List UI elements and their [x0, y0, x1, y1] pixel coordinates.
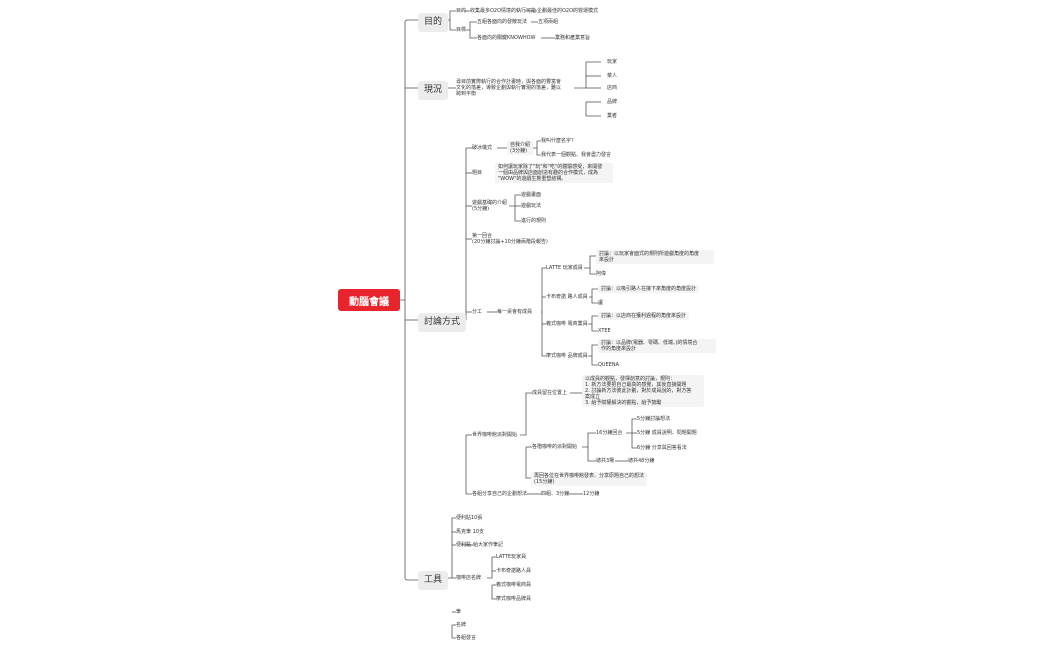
method-sec3-item: 進行的規則	[521, 218, 547, 224]
tool-item: 便利點	[456, 542, 472, 548]
role-person: 阿偉	[596, 271, 607, 277]
goal-purpose-label: 目的	[456, 8, 467, 14]
tool-sticker-sub: 給大家作筆記	[473, 542, 504, 548]
root-node[interactable]: 動腦會議	[338, 289, 400, 311]
role-name: 義式咖啡 電商業員	[546, 321, 588, 327]
method-sec7: 各組分享自己的企劃想法	[472, 491, 528, 497]
role-name: 摩式咖啡 品牌成員	[546, 353, 588, 359]
goal-target-1: 五組各面向的發散玩法	[477, 19, 528, 25]
method-sec7-a: 四組、3分鐘	[541, 491, 570, 497]
method-sec6-b-item: 5分鐘討論想法	[637, 416, 671, 422]
method-sec5-sub: 每一桌會有成員	[497, 309, 533, 315]
status-desc: 尋目前實際執行的合作計畫時，與各面的豐富會 文化的落差，導致企劃與執行實現的落差…	[456, 79, 562, 97]
method-sec5: 分工	[472, 309, 483, 315]
goal-purpose-b: 企劃最佳的O2O的營運模式	[537, 8, 599, 14]
method-sec3-item: 遊戲玩法	[521, 203, 542, 209]
method-sec6-b-item: 6分鐘 分享與回答看法	[637, 445, 687, 451]
status-item: 品牌	[607, 99, 618, 105]
tool-cafe-role: 摩式咖啡品牌員	[496, 596, 532, 602]
method-sec2-desc: 如何讓玩家除了"玩"和"吃"的體驗感受，來開發 一個由品牌與店面創造有趣的合作模…	[495, 163, 613, 183]
role-name: 卡布奇諾 路人成員	[546, 294, 588, 300]
tool-item: 便利貼10張	[456, 515, 483, 521]
tool-cafe-role: 卡布奇諾路人員	[496, 568, 532, 574]
tool-item: 咖啡店名牌	[456, 575, 482, 581]
goal-target-1b: 五項兩組	[538, 19, 559, 25]
tool-item: 馬克筆 10支	[456, 529, 484, 535]
status-item: 玩家	[607, 59, 618, 65]
tool-item: 筆	[456, 609, 462, 615]
tool-item: 名牌	[456, 622, 467, 628]
method-sec6-a-desc: 以成員的觀點，發揮創意的討論，規則： 1. 新方法要把自己最高的感覺，其後直接開…	[582, 375, 704, 407]
method-sec2: 題目	[472, 170, 483, 176]
role-desc: 討論：以玩家會面式的規則所遊戲角度的角度 來設計	[596, 250, 714, 264]
method-sec1-sub: 自我介紹 (3分鐘)	[507, 141, 534, 155]
role-desc: 討論：以品牌(電器、零碼、低端、)的情境合 作的角度來設計	[598, 339, 716, 353]
method-sec3-item: 遊戲畫面	[521, 192, 542, 198]
method-sec1-q1: 我叫什麼名字？	[541, 138, 577, 144]
role-name: LATTE 玩家成員	[546, 265, 583, 271]
method-sec6: 世界咖啡館派對開始	[472, 432, 518, 438]
status-item: 業者	[607, 113, 618, 119]
role-person: XTEE	[598, 328, 611, 334]
goal-purpose-a: 收集最多O2O情境的執行可能	[470, 8, 537, 14]
goal-target-label: 目標	[456, 27, 467, 33]
role-desc: 討論：以店商在獲利過程的角度來設計	[598, 312, 690, 320]
goal-target-2b: 業務和產業意旨	[555, 35, 591, 41]
goal-target-2: 各面向的關鍵KNOWHOW	[477, 35, 536, 41]
status-item: 菜人	[607, 73, 618, 79]
role-person: QUEENA	[598, 362, 620, 368]
branch-method[interactable]: 討論方式	[418, 313, 467, 332]
method-sec6-b-rep2: 總共48分鐘	[628, 458, 655, 464]
tool-cafe-role: 義式咖啡電商員	[496, 582, 532, 588]
method-sec1: 破冰儀式	[472, 145, 493, 151]
method-sec6-a: 成員留在位置上	[532, 390, 568, 396]
method-sec3: 遊戲基礎的介紹 (5分鐘)	[472, 200, 508, 212]
method-sec1-q2: 我代表一個觀點、我會盡力發言	[541, 152, 612, 158]
method-sec4: 第一回合 (20分鐘討論+10分鐘兩階段報告)	[472, 233, 548, 245]
branch-goal[interactable]: 目的	[418, 13, 449, 32]
method-sec6-b: 各階咖啡的派對開始	[532, 444, 578, 450]
method-sec6-c: 再回各位在世界咖啡館發表、分享原題自己的想法 (15分鐘)	[531, 472, 648, 486]
method-sec7-b: 12分鐘	[583, 491, 600, 497]
method-sec6-b-item: 5分鐘 成員說明、問題開題	[637, 430, 697, 436]
branch-tools[interactable]: 工具	[418, 571, 449, 590]
tool-cafe-role: LATTE玩家員	[496, 554, 527, 560]
tool-item: 各組發言	[456, 635, 477, 641]
role-person: 盧	[598, 300, 604, 306]
status-item: 店商	[607, 85, 618, 91]
role-desc: 討論：以吸引路人在接下來角度的角度設計	[598, 285, 700, 293]
branch-status[interactable]: 現況	[418, 81, 449, 100]
method-sec6-b-rep: 總共3場	[596, 458, 615, 464]
method-sec6-b-sub: 16分鐘回合	[596, 430, 623, 436]
